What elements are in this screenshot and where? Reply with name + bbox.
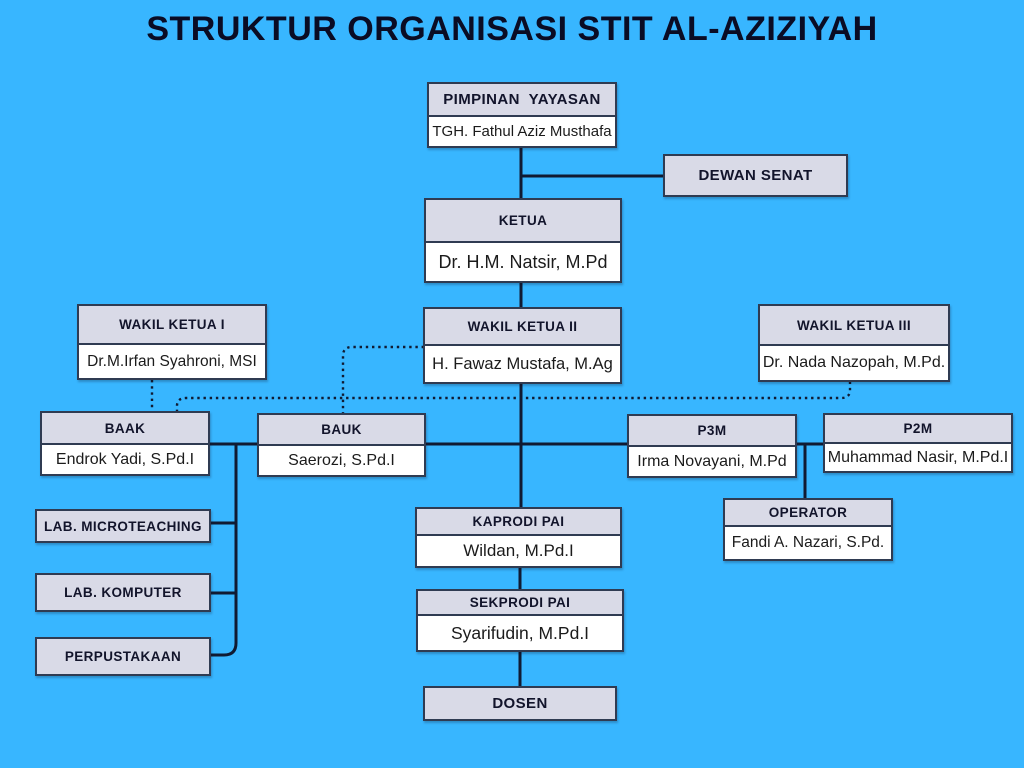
node-kaprodi-pai: KAPRODI PAI Wildan, M.Pd.I [415, 507, 622, 568]
node-title: DOSEN [425, 688, 615, 719]
node-person-name: Dr.M.Irfan Syahroni, MSI [79, 343, 265, 378]
node-wakil-ketua-1: WAKIL KETUA I Dr.M.Irfan Syahroni, MSI [77, 304, 267, 380]
node-wakil-ketua-2: WAKIL KETUA II H. Fawaz Mustafa, M.Ag [423, 307, 622, 384]
node-title: KAPRODI PAI [417, 509, 620, 534]
node-operator: OPERATOR Fandi A. Nazari, S.Pd. [723, 498, 893, 561]
node-person-name: Syarifudin, M.Pd.I [418, 614, 622, 650]
node-dosen: DOSEN [423, 686, 617, 721]
node-title: PIMPINAN YAYASAN [429, 84, 615, 115]
node-perpustakaan: PERPUSTAKAAN [35, 637, 211, 676]
node-p3m: P3M Irma Novayani, M.Pd [627, 414, 797, 478]
node-p2m: P2M Muhammad Nasir, M.Pd.I [823, 413, 1013, 473]
node-title: PERPUSTAKAAN [37, 639, 209, 674]
node-pimpinan-yayasan: PIMPINAN YAYASAN TGH. Fathul Aziz Mustha… [427, 82, 617, 148]
node-title: DEWAN SENAT [665, 156, 846, 195]
node-person-name: H. Fawaz Mustafa, M.Ag [425, 344, 620, 382]
node-title: BAUK [259, 415, 424, 444]
node-ketua: KETUA Dr. H.M. Natsir, M.Pd [424, 198, 622, 283]
node-title: KETUA [426, 200, 620, 241]
node-title: LAB. KOMPUTER [37, 575, 209, 610]
node-title: BAAK [42, 413, 208, 443]
node-person-name: Dr. H.M. Natsir, M.Pd [426, 241, 620, 281]
node-title: WAKIL KETUA III [760, 306, 948, 344]
node-title: SEKPRODI PAI [418, 591, 622, 614]
node-lab-komputer: LAB. KOMPUTER [35, 573, 211, 612]
node-title: WAKIL KETUA I [79, 306, 265, 343]
solid-connectors [208, 146, 825, 688]
node-person-name: Irma Novayani, M.Pd [629, 445, 795, 476]
node-title: P2M [825, 415, 1011, 442]
node-baak: BAAK Endrok Yadi, S.Pd.I [40, 411, 210, 476]
node-dewan-senat: DEWAN SENAT [663, 154, 848, 197]
node-person-name: Dr. Nada Nazopah, M.Pd. [760, 344, 948, 380]
node-bauk: BAUK Saerozi, S.Pd.I [257, 413, 426, 477]
node-title: LAB. MICROTEACHING [37, 511, 209, 541]
node-sekprodi-pai: SEKPRODI PAI Syarifudin, M.Pd.I [416, 589, 624, 652]
node-person-name: Fandi A. Nazari, S.Pd. [725, 525, 891, 559]
node-person-name: Muhammad Nasir, M.Pd.I [825, 442, 1011, 471]
node-person-name: Endrok Yadi, S.Pd.I [42, 443, 208, 474]
node-person-name: Saerozi, S.Pd.I [259, 444, 424, 475]
node-lab-microteaching: LAB. MICROTEACHING [35, 509, 211, 543]
node-person-name: TGH. Fathul Aziz Musthafa [429, 115, 615, 146]
page-title: STRUKTUR ORGANISASI STIT AL-AZIZIYAH [146, 10, 878, 48]
node-wakil-ketua-3: WAKIL KETUA III Dr. Nada Nazopah, M.Pd. [758, 304, 950, 382]
node-title: OPERATOR [725, 500, 891, 525]
node-title: WAKIL KETUA II [425, 309, 620, 344]
dotted-connectors [150, 345, 852, 414]
node-title: P3M [629, 416, 795, 445]
node-person-name: Wildan, M.Pd.I [417, 534, 620, 566]
